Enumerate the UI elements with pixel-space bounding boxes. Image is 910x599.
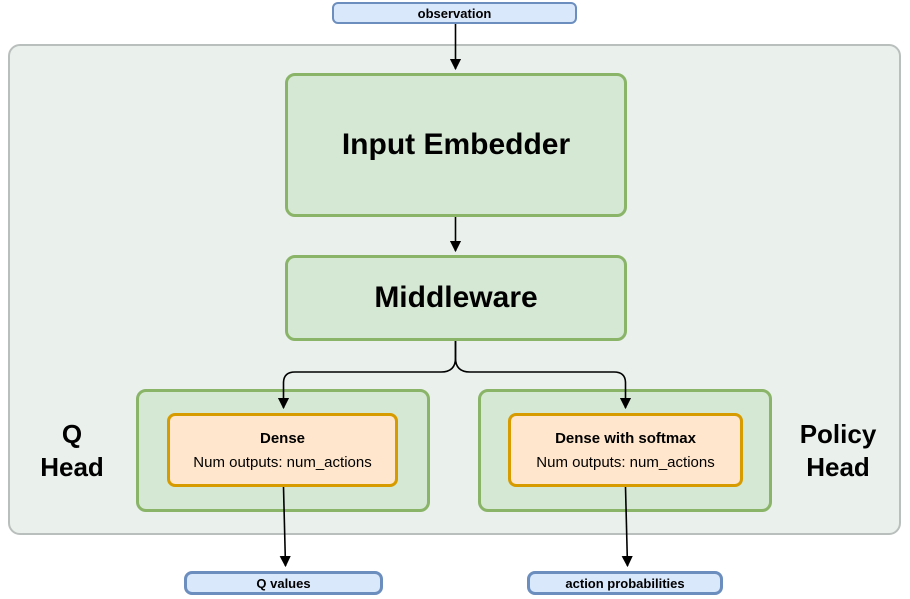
q-values-node: Q values	[184, 571, 383, 595]
q-head-label: Q Head	[20, 418, 124, 484]
middleware-node: Middleware	[285, 255, 627, 341]
action-probabilities-node: action probabilities	[527, 571, 723, 595]
dense-node: Dense Num outputs: num_actions	[167, 413, 398, 487]
dense-title: Dense	[259, 429, 306, 447]
policy-head-label-line1: Policy	[799, 419, 877, 449]
policy-head-label: Policy Head	[786, 418, 890, 484]
dense-softmax-title: Dense with softmax	[555, 429, 696, 447]
policy-head-label-line2: Head	[806, 452, 870, 482]
dense-detail: Num outputs: num_actions	[193, 453, 372, 471]
observation-node: observation	[332, 2, 577, 24]
input-embedder-node: Input Embedder	[285, 73, 627, 217]
q-head-label-line2: Head	[40, 452, 104, 482]
q-head-label-line1: Q	[61, 419, 83, 449]
dense-softmax-node: Dense with softmax Num outputs: num_acti…	[508, 413, 743, 487]
dense-softmax-detail: Num outputs: num_actions	[536, 453, 715, 471]
